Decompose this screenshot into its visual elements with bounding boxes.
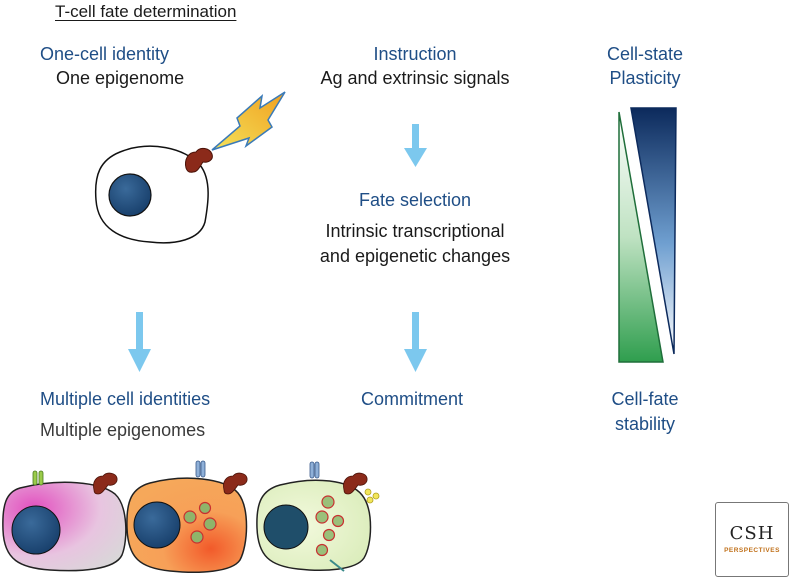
commitment-heading: Commitment: [360, 389, 463, 409]
plasticity-wedge: [630, 107, 677, 355]
instruction-heading: Instruction: [373, 44, 457, 64]
fate-selection-heading: Fate selection: [358, 190, 472, 210]
instruction-text: Ag and extrinsic signals: [320, 68, 510, 88]
lightning-bolt-icon: [211, 91, 286, 151]
cell-fate-label: Cell-fate: [611, 389, 679, 409]
cell-1-tcr-icon: [93, 472, 118, 495]
plasticity-label: Plasticity: [609, 68, 681, 88]
green-receptor-icon: [32, 470, 44, 486]
effector-cell-2-nucleus: [133, 501, 181, 549]
cell-state-label: Cell-state: [606, 44, 684, 64]
granules-cell-2: [183, 501, 217, 544]
arrow-instruction-down: [404, 124, 427, 167]
multiple-cell-identities-heading: Multiple cell identities: [40, 389, 211, 409]
cell-2-tcr-icon: [223, 472, 248, 495]
stability-wedge: [618, 111, 664, 363]
effector-cell-1-nucleus: [11, 505, 61, 555]
stability-label: stability: [614, 414, 676, 434]
diagram-title: T-cell fate determination: [55, 2, 237, 21]
blue-receptor-icon-2: [309, 461, 320, 479]
arrow-commitment-down: [404, 312, 427, 372]
secreted-cytokines: [364, 488, 380, 504]
one-cell-identity-heading: One-cell identity: [40, 44, 170, 64]
logo-subtext: PERSPECTIVES: [724, 547, 780, 554]
multiple-epigenomes-label: Multiple epigenomes: [40, 420, 206, 440]
one-epigenome-label: One epigenome: [56, 68, 185, 88]
tcr-receptor-icon: [185, 147, 213, 173]
cell-3-tcr-icon: [343, 472, 368, 495]
cell-3-projection: [329, 559, 345, 572]
granules-cell-3: [315, 495, 345, 557]
naive-cell-nucleus: [108, 173, 152, 217]
csh-perspectives-logo: CSH PERSPECTIVES: [715, 502, 789, 577]
arrow-left-down: [128, 312, 151, 372]
fate-text-line1: Intrinsic transcriptional: [325, 221, 505, 241]
fate-text-line2: and epigenetic changes: [319, 246, 511, 266]
blue-receptor-icon: [195, 460, 206, 478]
effector-cell-3-nucleus: [263, 504, 309, 550]
logo-text: CSH: [729, 523, 775, 544]
